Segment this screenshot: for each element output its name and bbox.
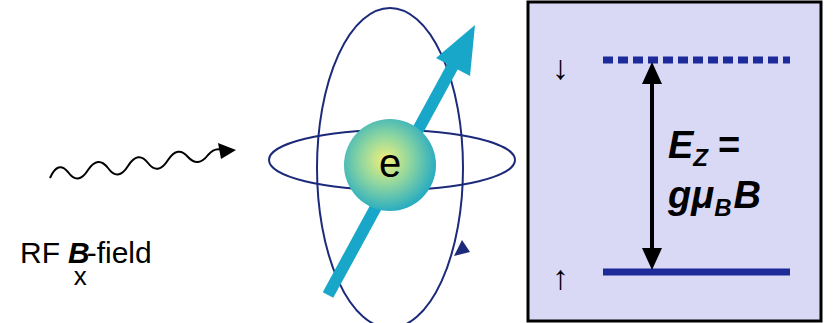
field-text: -field [87,236,152,269]
field-subscript: x [74,261,87,291]
orbit-arrow [454,240,470,256]
g-factor-magneton: gμ [668,174,714,216]
rf-wave [50,143,236,179]
energy-level-box: ↓↑EZ=gμBB [528,2,821,321]
double-arrow [642,62,662,270]
upper-level [603,57,790,64]
energy-subscript: Z [693,144,708,171]
electron-sphere [344,119,436,211]
electron-label: e [379,143,401,183]
spin-up-arrow: ↑ [552,260,569,294]
field-symbol: B [733,174,760,216]
level-box-fill [528,2,821,321]
spin-arrowhead [436,25,475,76]
energy-symbol: E [668,124,693,166]
spin-arrow [328,62,455,295]
magneton-subscript: B [714,194,731,221]
zeeman-energy-line: gμBB [668,176,761,220]
rf-text: RF [20,236,60,269]
spin-down-arrow: ↓ [552,50,569,84]
rf-field-label: RFBx-field [20,238,152,289]
electron-node: e [344,119,436,211]
lower-level [603,269,790,276]
equals-sign: = [718,124,740,166]
zeeman-energy-line: EZ = [668,126,740,170]
